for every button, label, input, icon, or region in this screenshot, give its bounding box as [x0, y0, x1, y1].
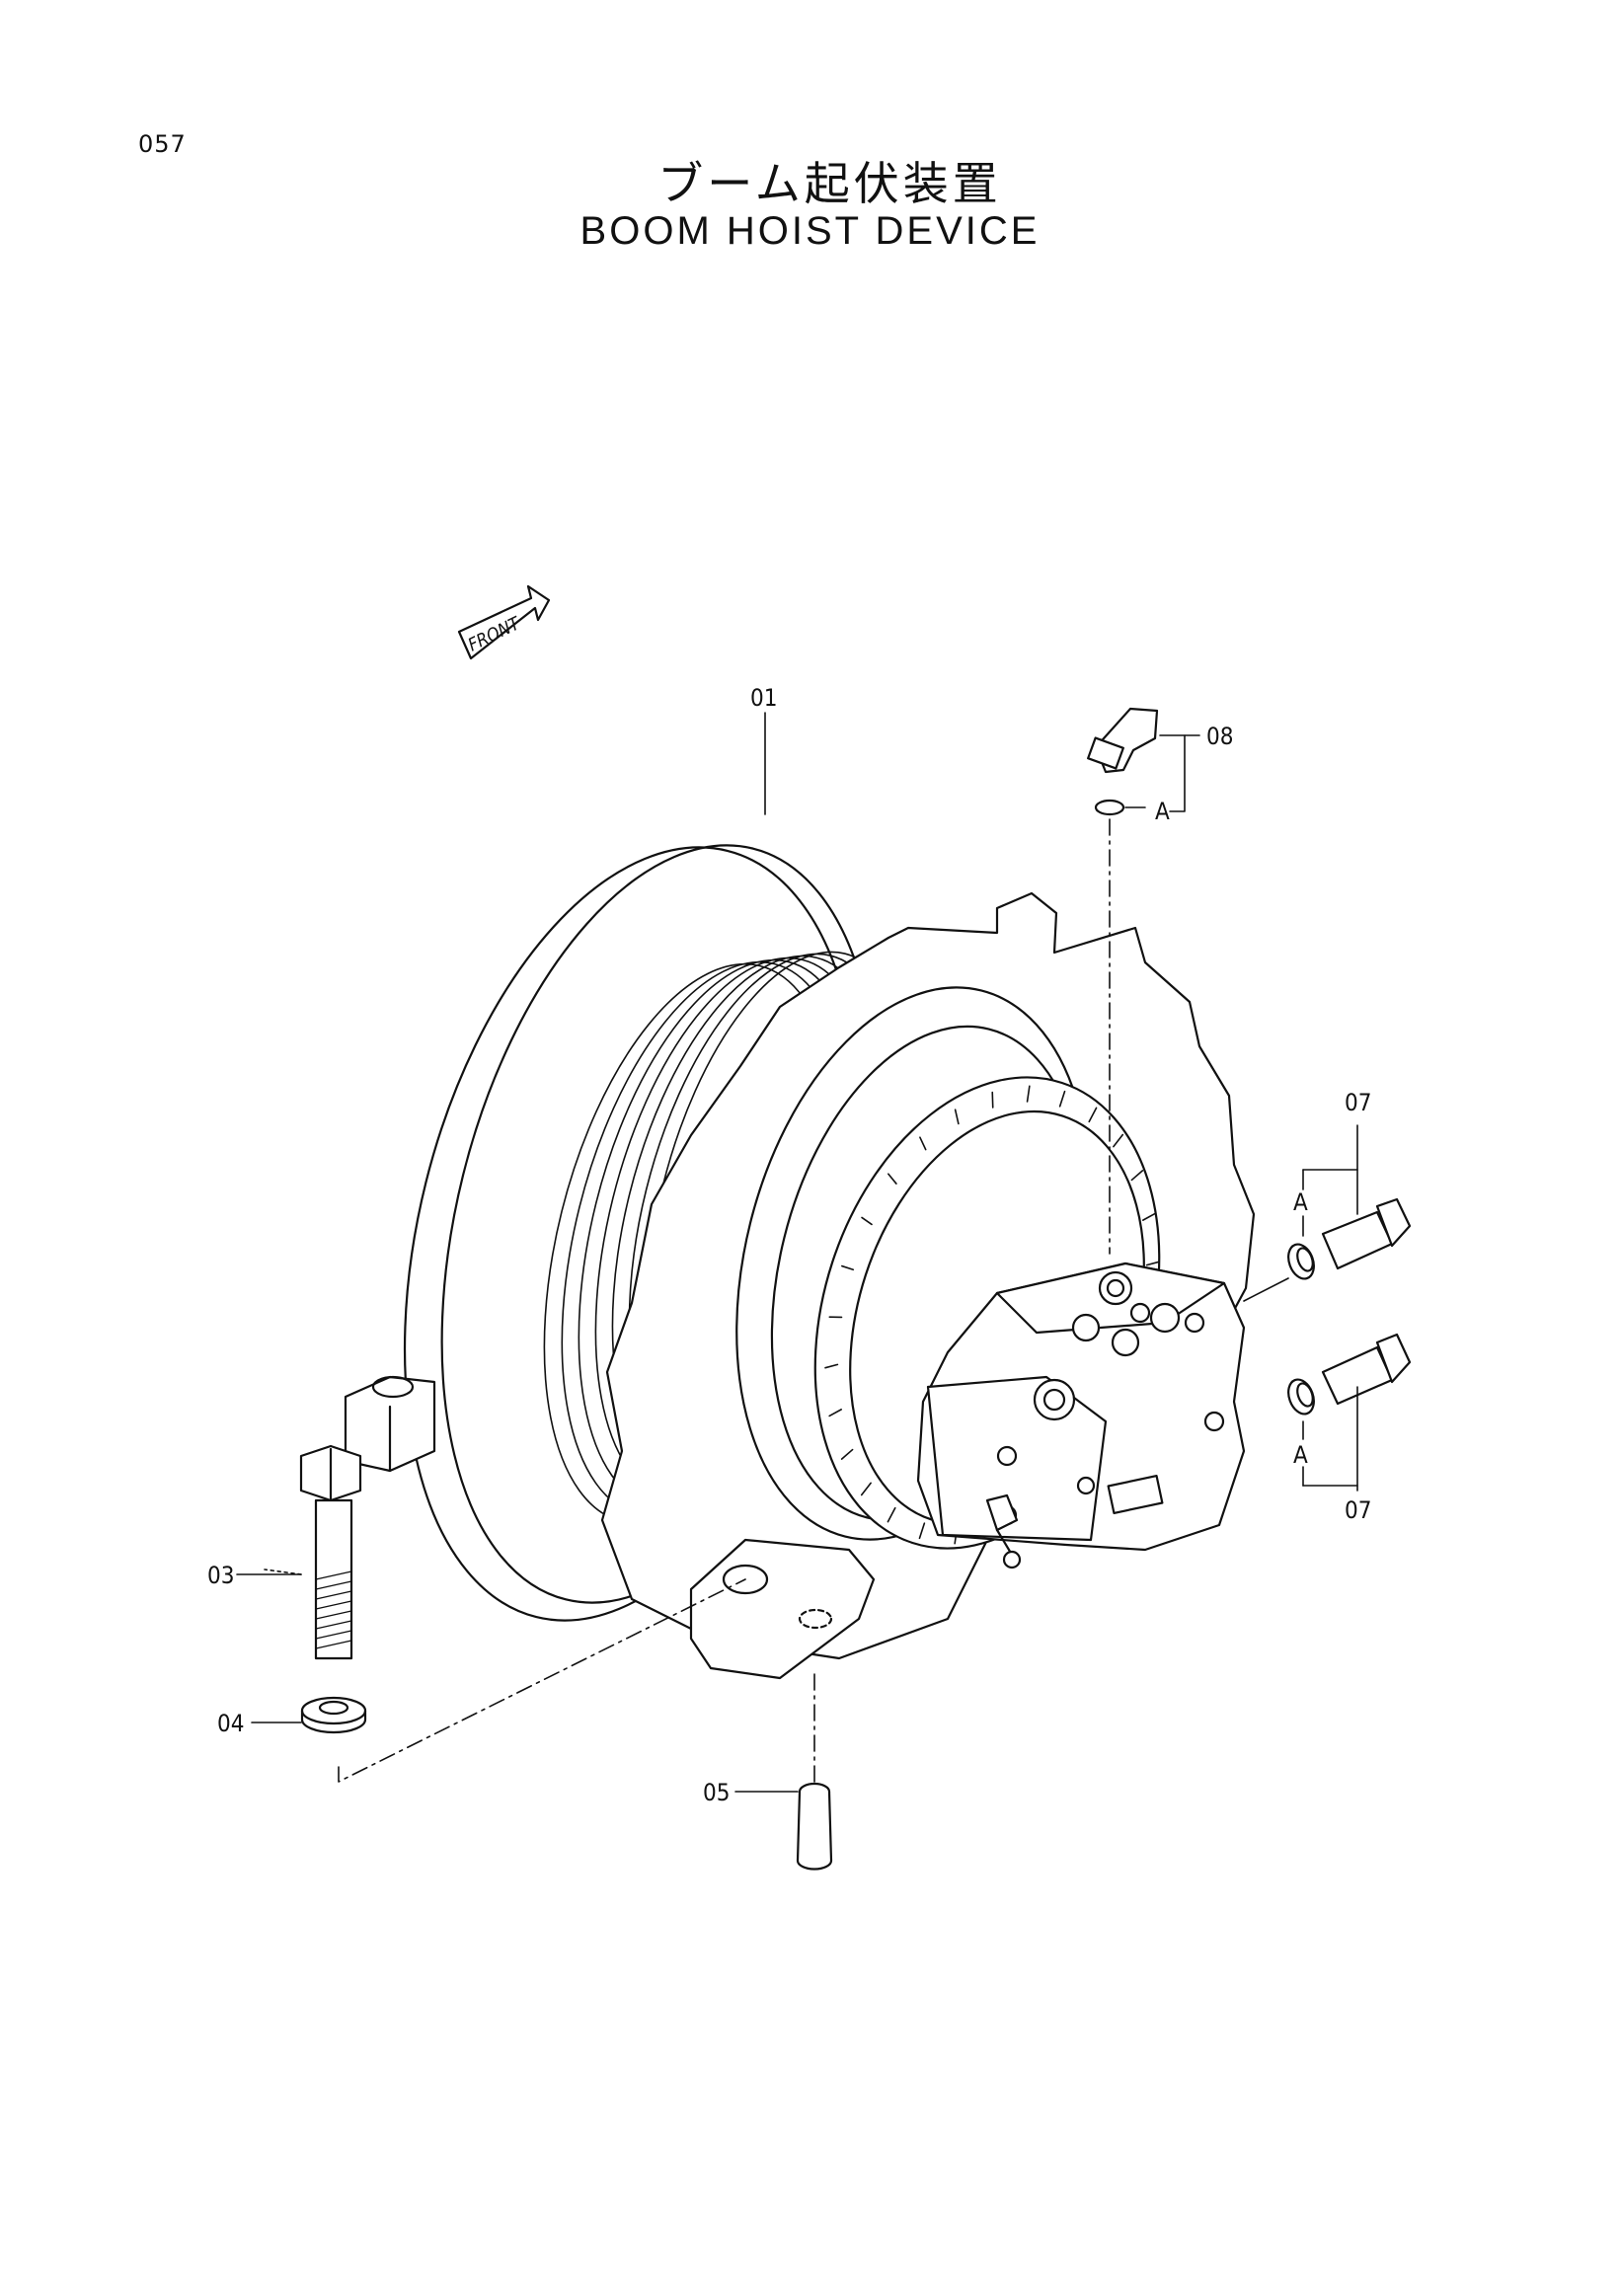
title-english: BOOM HOIST DEVICE [579, 209, 1041, 253]
gear-tooth [1113, 1133, 1124, 1148]
gear-tooth [887, 1506, 896, 1523]
elbow-fitting-part [1087, 707, 1159, 816]
gear-tooth [919, 1136, 927, 1151]
callout-04: 04 [217, 1710, 244, 1737]
lower-fitting-part [1287, 1333, 1412, 1416]
callout-01: 01 [750, 684, 777, 712]
gear-tooth [828, 1409, 842, 1417]
right-mounting-base [689, 1538, 876, 1680]
leader-lines [236, 712, 1358, 1793]
ref-mark-a-upper: A [1293, 1188, 1308, 1216]
gear-tooth [1130, 1170, 1144, 1182]
gear-tooth [860, 1482, 872, 1496]
front-label: FRONT [465, 613, 524, 656]
hydraulic-motor-housing [916, 1262, 1246, 1569]
ref-mark-a-lower: A [1293, 1441, 1308, 1469]
pin-part [796, 1782, 833, 1871]
gear-tooth [1145, 1261, 1160, 1266]
ref-mark-a-top: A [1155, 798, 1170, 825]
gear-tooth [1088, 1107, 1098, 1123]
upper-fitting-part [1287, 1197, 1412, 1280]
gear-tooth [887, 1173, 897, 1185]
gear-tooth [954, 1109, 960, 1125]
gear-tooth [1058, 1090, 1066, 1108]
callout-07-lower: 07 [1345, 1496, 1371, 1524]
gear-tooth [918, 1522, 926, 1540]
callout-03: 03 [207, 1562, 234, 1589]
callout-08: 08 [1206, 723, 1233, 750]
gear-tooth [824, 1363, 839, 1369]
gear-tooth [840, 1448, 854, 1460]
gear-tooth [841, 1264, 855, 1271]
gear-tooth [861, 1216, 873, 1226]
front-arrow-icon: FRONT [457, 584, 551, 660]
title-japanese: ブーム起伏装置 [657, 157, 1002, 210]
callout-07-upper: 07 [1345, 1089, 1371, 1116]
bolt-part [299, 1444, 362, 1660]
washer-part [300, 1696, 367, 1734]
page-number: 057 [138, 130, 187, 158]
callout-05: 05 [703, 1779, 730, 1806]
gear-tooth [1142, 1212, 1156, 1221]
gear-tooth [1026, 1085, 1031, 1103]
